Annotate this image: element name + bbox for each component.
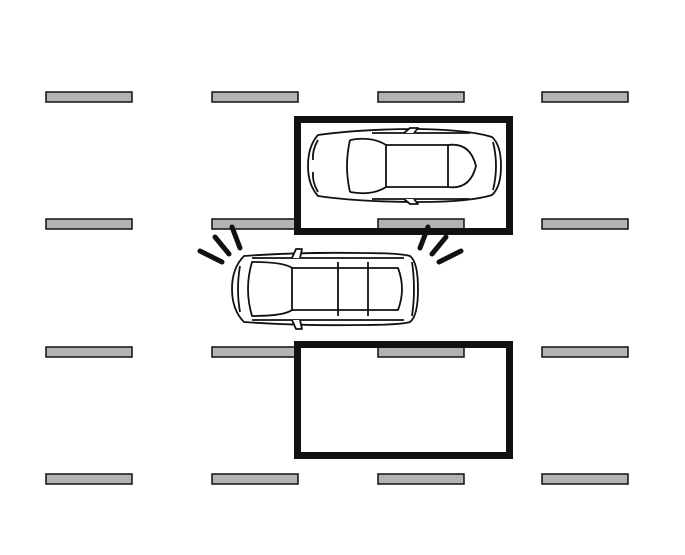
lane-dash [541, 218, 629, 230]
lane-dash [377, 218, 465, 230]
lane-dash [377, 91, 465, 103]
lane-dash [211, 346, 299, 358]
lane-dash [45, 473, 133, 485]
empty-parking-space [294, 341, 513, 459]
lane-dash [377, 473, 465, 485]
occupied-parking-space [294, 116, 513, 235]
lane-dash [211, 473, 299, 485]
blinker-flash-icon [197, 224, 243, 265]
blinker-flash-icon [417, 224, 464, 265]
lane-dash [211, 91, 299, 103]
lane-dash [45, 91, 133, 103]
lane-dash [211, 218, 299, 230]
lane-dash [541, 91, 629, 103]
lane-dash [541, 473, 629, 485]
lane-dash [541, 346, 629, 358]
lane-dash [45, 346, 133, 358]
sedan-top-view-icon [307, 127, 502, 205]
lane-dash [377, 346, 465, 358]
suv-top-view-icon [231, 248, 419, 330]
lane-dash [45, 218, 133, 230]
lane-markings [45, 91, 629, 485]
